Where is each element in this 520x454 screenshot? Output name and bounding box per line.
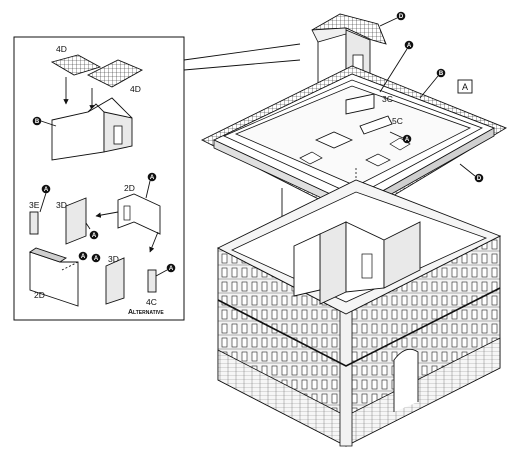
label-4c: 4C	[146, 297, 157, 307]
wall-3d-bottom	[105, 257, 125, 305]
roof-terrace	[200, 65, 508, 219]
roof-tile-panel-right	[86, 59, 144, 88]
svg-text:B: B	[439, 71, 444, 77]
badge-a-2d-bottom: A	[78, 251, 88, 261]
svg-text:A: A	[92, 233, 97, 239]
wall-2d-bottom	[28, 247, 79, 307]
box-a-label: A	[457, 79, 473, 94]
label-2d-top: 2D	[124, 183, 135, 193]
building	[217, 179, 502, 447]
svg-text:A: A	[407, 43, 412, 49]
wall-3e	[29, 211, 39, 235]
small-shed-walls	[51, 97, 133, 161]
badge-d-shed: D	[396, 11, 406, 21]
roof-tile-panel-left	[50, 54, 102, 76]
badge-a-3d-top: A	[89, 230, 99, 240]
label-4d-left: 4D	[56, 44, 67, 54]
svg-text:B: B	[35, 119, 40, 125]
svg-text:A: A	[405, 137, 410, 143]
wall-4c	[147, 269, 157, 293]
panel-3c	[345, 93, 375, 115]
label-2d-bottom: 2D	[34, 290, 45, 300]
inset-panel: 4D 4D B 3E A 3D A	[13, 36, 301, 321]
badge-a-top: A	[404, 40, 414, 50]
panel-5c	[359, 115, 393, 135]
badge-a-3d-bottom: A	[91, 253, 101, 263]
badge-d-cornice: D	[474, 173, 484, 183]
svg-text:A: A	[44, 187, 49, 193]
badge-b-main: B	[436, 68, 446, 78]
label-alternative: Alternative	[128, 309, 164, 316]
svg-text:D: D	[477, 176, 482, 182]
svg-text:A: A	[462, 82, 468, 92]
badge-a-3e: A	[41, 184, 51, 194]
svg-text:D: D	[399, 14, 404, 20]
label-4d-right: 4D	[130, 84, 141, 94]
label-3d-top: 3D	[56, 200, 67, 210]
svg-text:A: A	[150, 175, 155, 181]
svg-text:A: A	[81, 254, 86, 260]
badge-a-5c: A	[402, 134, 412, 144]
badge-b-inset: B	[32, 116, 42, 126]
label-3c: 3C	[382, 94, 393, 104]
label-3d-bottom: 3D	[108, 254, 119, 264]
label-3e: 3E	[29, 200, 40, 210]
svg-text:A: A	[169, 266, 174, 272]
svg-text:A: A	[94, 256, 99, 262]
badge-a-2d-top: A	[147, 172, 157, 182]
badge-a-4c: A	[166, 263, 176, 273]
wall-3d-top	[65, 197, 87, 245]
wall-2d-top	[117, 193, 161, 235]
label-5c: 5C	[392, 116, 403, 126]
